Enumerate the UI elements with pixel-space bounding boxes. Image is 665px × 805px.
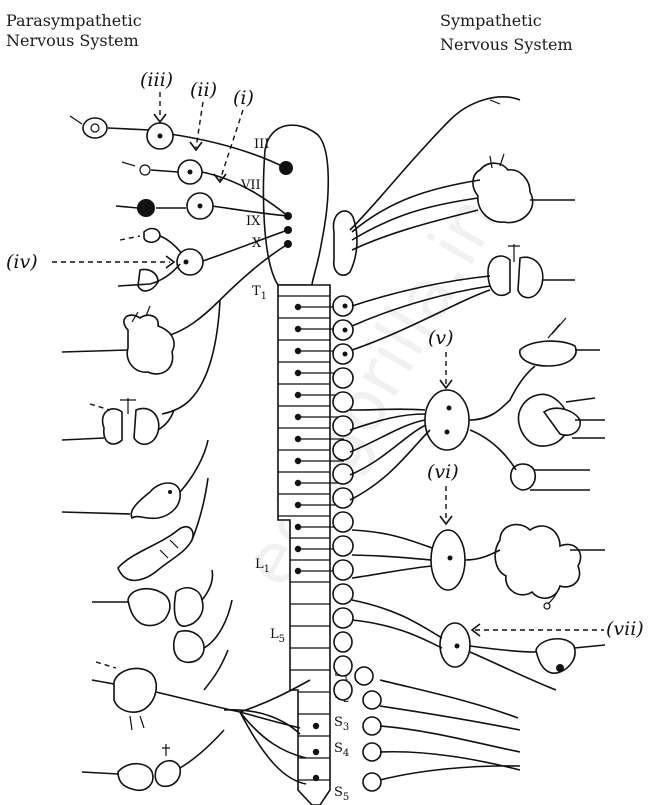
callout-ii: (ii) [190, 79, 217, 101]
label-l5: L5 [270, 627, 285, 645]
stomach-icon [131, 483, 180, 518]
callout-vi: (vi) [427, 461, 459, 483]
chain-ganglion [333, 536, 353, 556]
coeliac-ganglion [425, 390, 469, 450]
large-intestine-icon-right [495, 525, 580, 609]
sacral-neuron [313, 775, 319, 781]
chain-ganglion [333, 488, 353, 508]
chain-ganglion [333, 512, 353, 532]
submandibular-gland-icon [137, 199, 155, 217]
sympathetic-title: Sympathetic Nervous System [440, 11, 573, 54]
chain-ganglion [333, 584, 353, 604]
label-ix: IX [246, 214, 261, 229]
liver-stomach-icon [511, 318, 580, 490]
sacral-neuron [313, 749, 319, 755]
bladder-icon [96, 662, 156, 730]
callout-i: (i) [233, 87, 254, 109]
sacral-chain-ganglion [355, 667, 373, 685]
callout-iii: (iii) [140, 69, 173, 91]
sympathetic-chain [333, 211, 381, 791]
label-iii: III [254, 137, 269, 152]
eye-icon-right [490, 100, 500, 104]
label-t1: T1 [252, 284, 267, 302]
sacral-chain-ganglion [363, 773, 381, 791]
mucous-gland-icon [138, 270, 158, 291]
chain-ganglion [333, 464, 353, 484]
heart-icon-right [473, 154, 533, 223]
callout-iv: (iv) [6, 251, 38, 273]
chain-ganglion [334, 632, 352, 652]
parasympathetic-title: Parasympathetic Nervous System [6, 11, 142, 50]
sacral-chain-ganglion [363, 691, 381, 709]
chain-ganglion [334, 680, 352, 700]
chain-ganglion [333, 440, 353, 460]
parotid-gland-icon [144, 229, 160, 243]
sacral-chain-ganglion [363, 743, 381, 761]
ganglion-dot [343, 352, 348, 357]
label-s4: S4 [334, 741, 349, 759]
lacrimal-gland-icon [122, 162, 135, 166]
label-s3: S3 [334, 715, 349, 733]
lungs-icon [90, 398, 159, 444]
ganglion-dot [343, 304, 348, 309]
left-title-line-1: Parasympathetic [6, 11, 142, 30]
sacral-neuron [313, 723, 319, 729]
bladder-icon-right [536, 639, 575, 673]
chain-ganglion [333, 392, 353, 412]
chain-ganglion [333, 608, 353, 628]
cervical-ganglia [333, 211, 356, 275]
superior-mesenteric-ganglion [431, 530, 465, 590]
reproductive-organ-icon [118, 744, 180, 790]
callout-vii: (vii) [606, 618, 644, 640]
heart-icon [124, 306, 174, 374]
label-s5: S5 [334, 785, 349, 803]
large-intestine-icon [128, 588, 204, 663]
right-title-line-2: Nervous System [440, 35, 573, 54]
eye-icon [70, 116, 107, 138]
small-intestine-icon [118, 527, 193, 581]
chain-ganglion [333, 416, 353, 436]
right-title-line-1: Sympathetic [440, 11, 542, 30]
chain-ganglion [333, 560, 353, 580]
left-title-line-2: Nervous System [6, 31, 139, 50]
label-x: X [252, 236, 262, 251]
sacral-chain-ganglion [363, 717, 381, 735]
ganglion-dot [343, 328, 348, 333]
chain-ganglion [333, 368, 353, 388]
callout-v: (v) [428, 327, 454, 349]
otic-ganglion [177, 249, 203, 275]
chain-ganglion [334, 656, 352, 676]
